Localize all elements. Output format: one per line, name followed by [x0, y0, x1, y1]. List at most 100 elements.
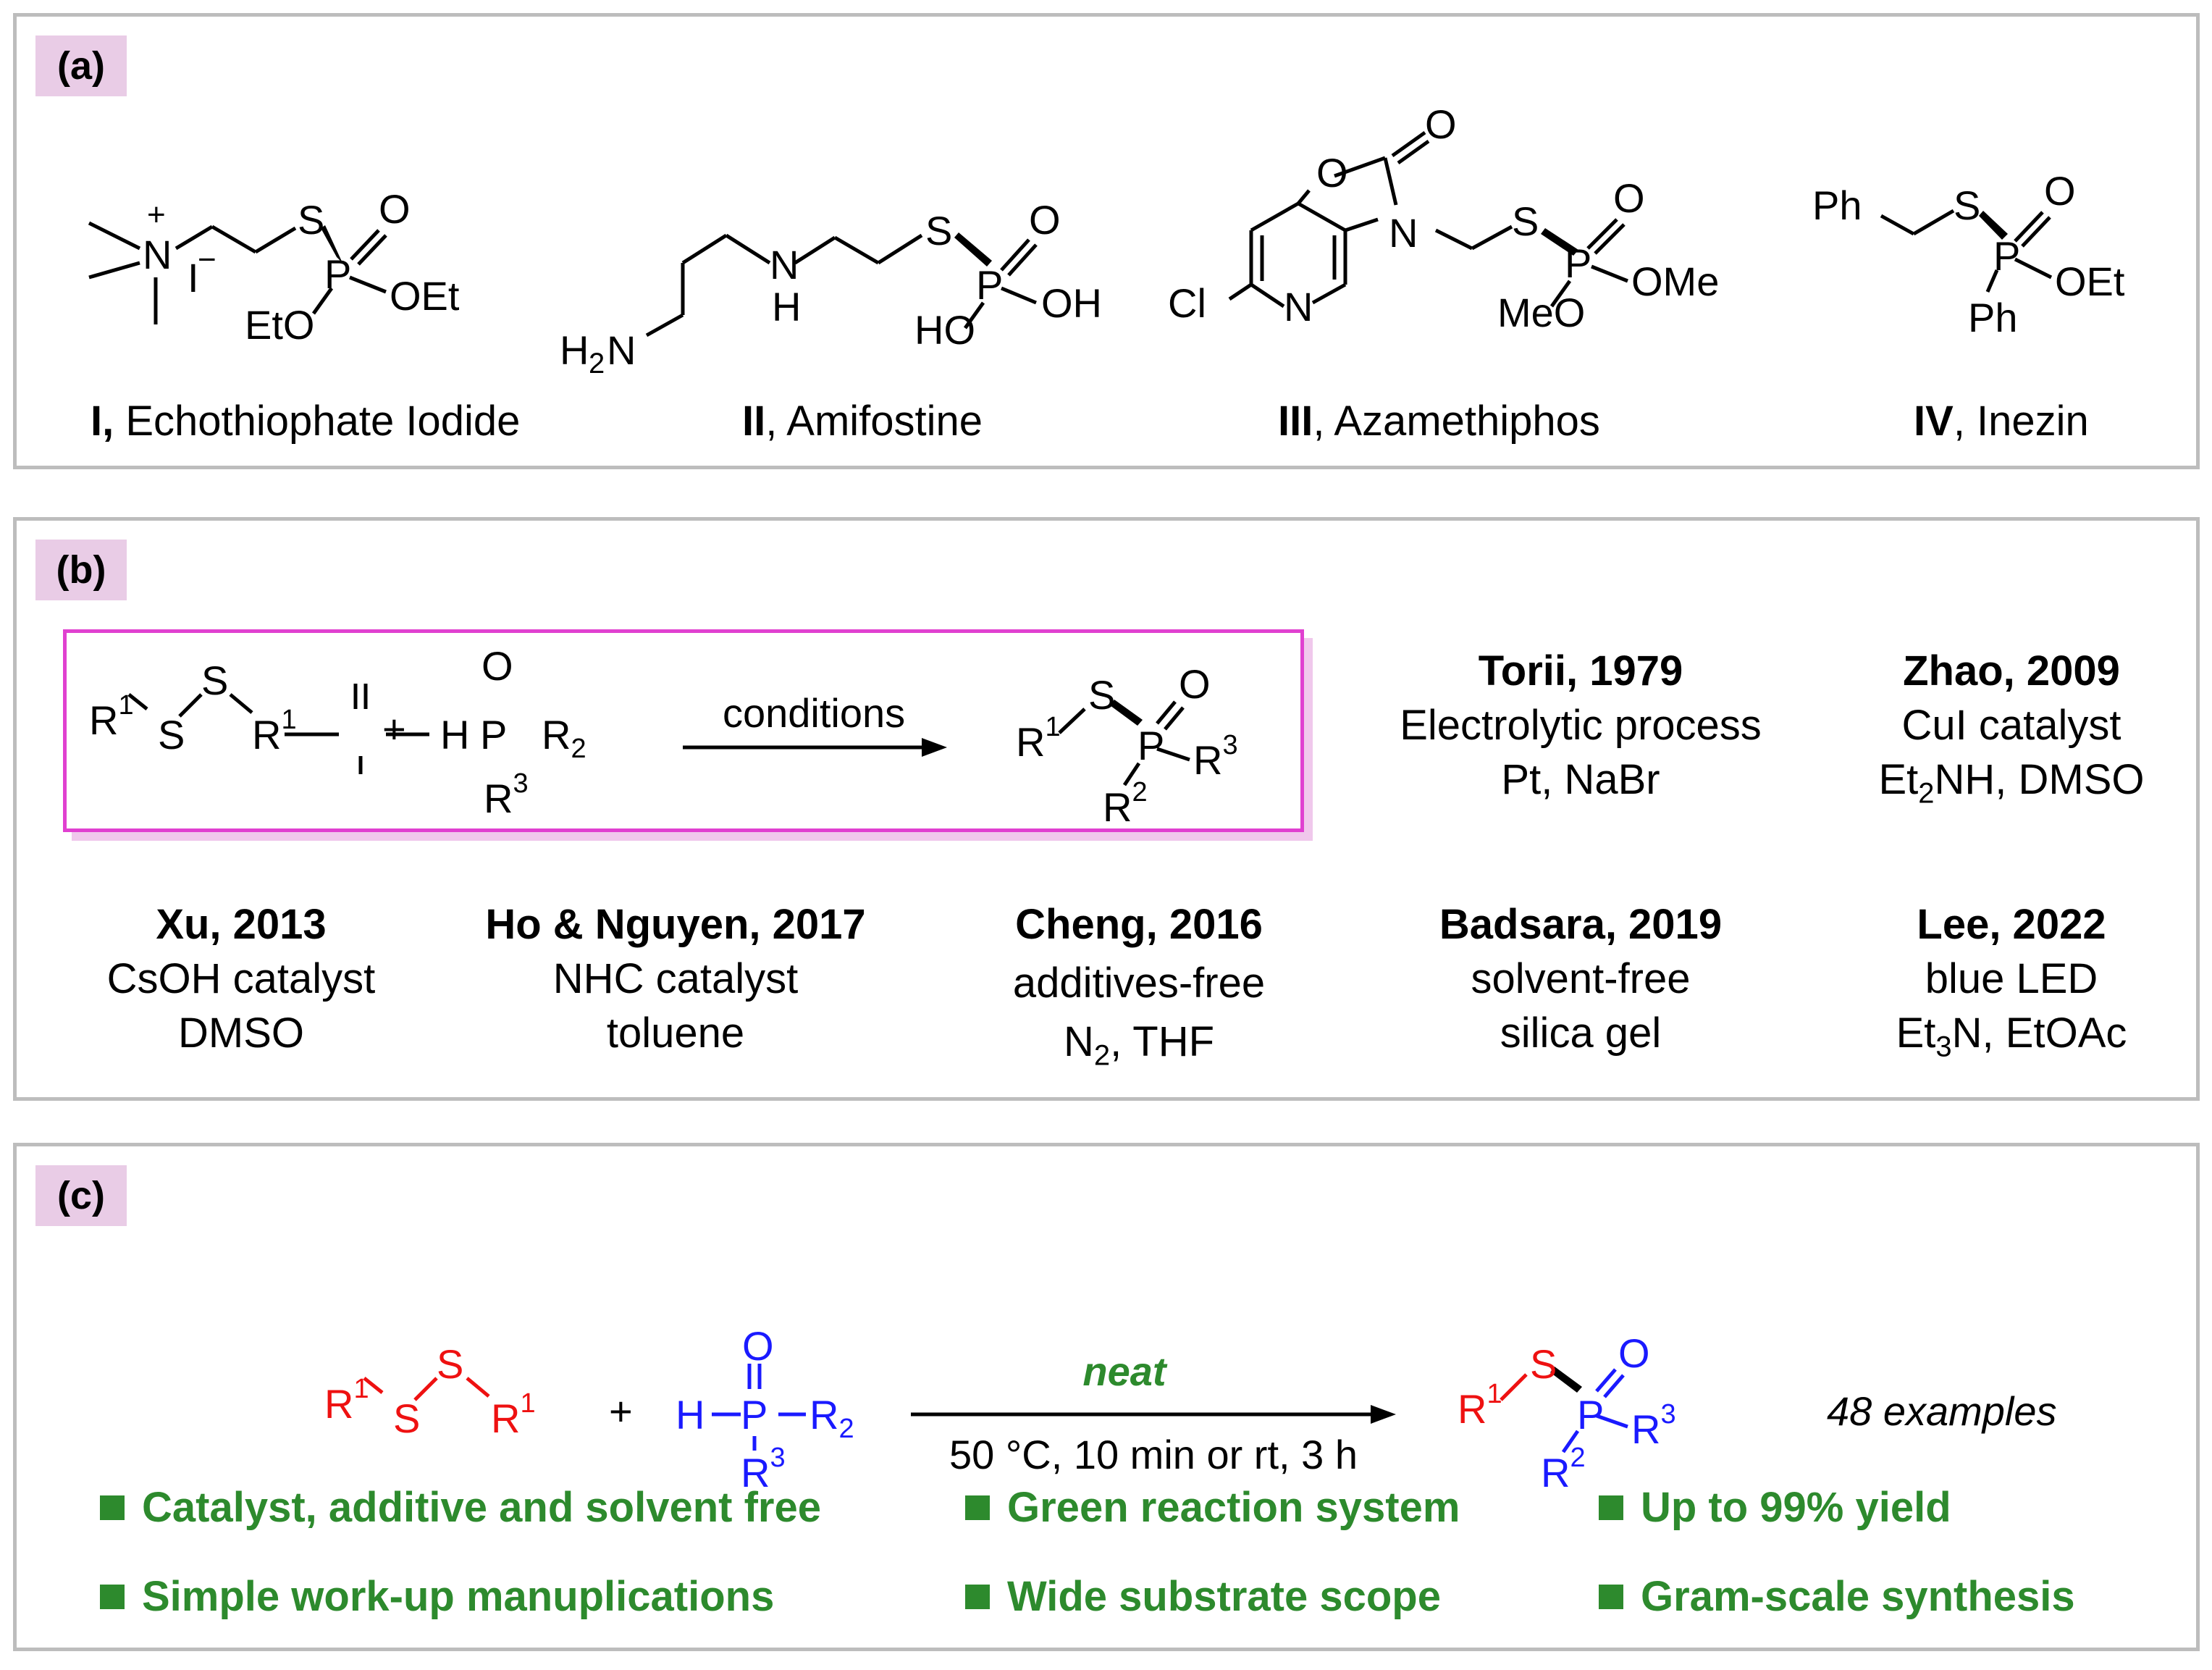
atom-O: O [379, 186, 411, 232]
atom-N: N [143, 232, 172, 277]
atom-S: S [1512, 198, 1539, 244]
atom-H: H [560, 327, 589, 373]
atom-N: N [1284, 284, 1313, 330]
feature-2: Green reaction system [965, 1483, 1460, 1532]
caption-compound-2: II, Amifostine [742, 398, 983, 445]
atom-S: S [925, 208, 952, 253]
subscript-2: 2 [589, 348, 605, 379]
method-torii: Torii, 1979 Electrolytic process Pt, NaB… [1400, 647, 1762, 803]
atom-P: P [1993, 233, 2020, 279]
general-reaction-scheme: R1 S S R1 + H P O R2 R3 conditions R1 S … [89, 643, 1238, 830]
examples-count: 48 examples [1827, 1388, 2057, 1434]
group-Ph: Ph [1812, 182, 1862, 228]
panel-c-tag: (c) [35, 1165, 127, 1226]
group-MeO: MeO [1497, 290, 1585, 335]
atom-Cl: Cl [1168, 280, 1206, 326]
group-HO: HO [914, 307, 975, 353]
svg-text:R2: R2 [1541, 1443, 1586, 1495]
group-OH: OH [1041, 280, 1102, 326]
svg-text:R2: R2 [542, 712, 586, 764]
feature-1: Catalyst, additive and solvent free [100, 1483, 821, 1532]
arrow-label-conditions: 50 °C, 10 min or rt, 3 h [949, 1432, 1358, 1477]
atom-O: O [1316, 150, 1348, 196]
atom-H: H [440, 712, 469, 758]
group-EtO: EtO [245, 302, 314, 348]
structure-azamethiphos: Cl N O O N S P O MeO OMe [1168, 101, 1719, 335]
structure-amifostine: H 2 N N H S P O HO OH [560, 197, 1102, 379]
svg-text:R1: R1 [89, 690, 134, 743]
atom-S: S [298, 197, 324, 243]
method-ho-nguyen: Ho & Nguyen, 2017 NHC catalyst toluene [485, 901, 866, 1057]
method-lee: Lee, 2022 blue LED Et3N, EtOAc [1896, 901, 2127, 1063]
panel-b-tag: (b) [35, 540, 127, 600]
svg-text:R1: R1 [1016, 712, 1061, 765]
atom-S: S [158, 712, 185, 758]
atom-S: S [393, 1396, 420, 1441]
atom-O: O [742, 1323, 774, 1369]
feature-5: Wide substrate scope [965, 1572, 1441, 1621]
atom-S: S [201, 658, 228, 703]
atom-P: P [1565, 240, 1591, 286]
atom-S: S [1530, 1341, 1557, 1387]
caption-compound-4: IV, Inezin [1914, 398, 2089, 445]
atom-P: P [1577, 1392, 1604, 1438]
feature-6: Gram-scale synthesis [1599, 1572, 2075, 1621]
svg-text:R3: R3 [484, 768, 529, 821]
svg-text:R2: R2 [1103, 777, 1148, 830]
atom-O: O [2044, 168, 2076, 214]
atom-S: S [437, 1341, 463, 1387]
atom-N: N [770, 242, 799, 288]
atom-N: N [1389, 210, 1418, 256]
structure-echothiophate: N + I − S P O EtO OEt [88, 186, 460, 348]
panel-a: (a) N + I − S P O EtO OEt I, Echothiopha… [13, 13, 2200, 469]
svg-text:R1: R1 [324, 1374, 369, 1427]
atom-P: P [480, 712, 507, 758]
method-xu: Xu, 2013 CsOH catalyst DMSO [106, 901, 376, 1057]
caption-compound-1: I, Echothiophate Iodide [91, 398, 521, 445]
charge-plus: + [147, 197, 166, 232]
atom-O: O [1425, 101, 1457, 147]
arrow-label-conditions: conditions [723, 690, 905, 736]
atom-P: P [741, 1392, 768, 1438]
general-reaction-box [63, 629, 1304, 832]
atom-O: O [1029, 197, 1061, 243]
method-zhao: Zhao, 2009 CuI catalyst Et2NH, DMSO [1878, 647, 2145, 810]
svg-text:R1: R1 [1458, 1379, 1502, 1432]
svg-text:R1: R1 [252, 705, 297, 758]
atom-S: S [1088, 672, 1115, 718]
atom-O: O [1613, 175, 1645, 221]
svg-text:R3: R3 [1631, 1399, 1676, 1452]
atom-P: P [976, 262, 1003, 308]
charge-minus: − [198, 242, 216, 277]
svg-text:R1: R1 [491, 1388, 536, 1441]
atom-O: O [1179, 661, 1211, 707]
group-OEt: OEt [2055, 259, 2125, 304]
caption-compound-3: III, Azamethiphos [1278, 398, 1600, 445]
group-OMe: OMe [1631, 259, 1719, 304]
atom-H: H [676, 1392, 705, 1438]
atom-H: H [772, 284, 801, 330]
panel-c: (c) R1 S S R1 + H P O R2 R3 [13, 1143, 2200, 1651]
atom-N: N [607, 327, 636, 373]
atom-O: O [481, 643, 513, 689]
svg-text:R3: R3 [741, 1443, 786, 1495]
plus-sign: + [382, 706, 406, 752]
atom-S: S [1954, 182, 1980, 228]
atom-P: P [324, 251, 351, 297]
svg-text:R3: R3 [1193, 730, 1238, 783]
method-cheng: Cheng, 2016 additives-free N2, THF [1012, 901, 1266, 1072]
arrow-label-neat: neat [1082, 1348, 1167, 1394]
group-Ph: Ph [1968, 295, 2018, 340]
group-OEt: OEt [390, 273, 460, 319]
feature-4: Simple work-up manuplications [100, 1572, 774, 1621]
svg-text:R2: R2 [809, 1392, 854, 1444]
plus-sign: + [609, 1388, 633, 1434]
feature-3: Up to 99% yield [1599, 1483, 1951, 1532]
atom-iodide: I [188, 255, 199, 301]
atom-P: P [1137, 723, 1164, 768]
this-work-reaction-scheme: R1 S S R1 + H P O R2 R3 neat 50 °C, 10 m… [324, 1323, 2057, 1495]
atom-O: O [1618, 1330, 1650, 1376]
panel-a-tag: (a) [35, 35, 127, 96]
method-badsara: Badsara, 2019 solvent-free silica gel [1439, 901, 1723, 1057]
structure-inezin: Ph S P O Ph OEt [1812, 168, 2125, 340]
